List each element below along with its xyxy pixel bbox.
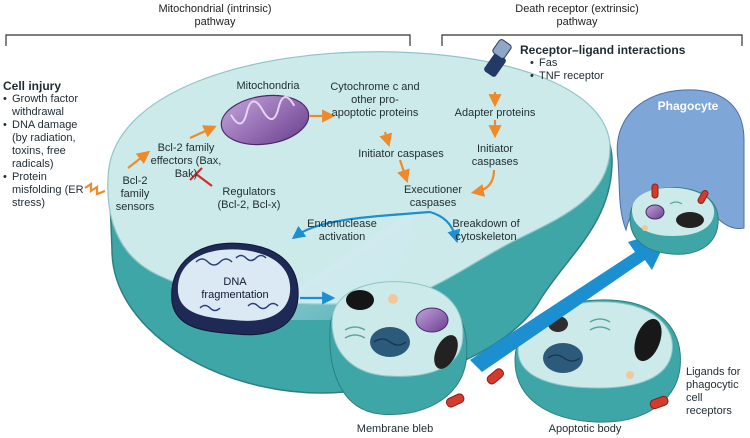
inhibition-symbol	[189, 167, 213, 187]
cell-injury-list: Growth factor withdrawal DNA damage (by …	[3, 93, 93, 210]
apoptotic-body-label: Apoptotic body	[548, 423, 622, 435]
extrinsic-title: Death receptor (extrinsic)	[515, 3, 639, 15]
apoptotic-body	[514, 299, 681, 423]
intrinsic-subtitle: pathway	[194, 16, 236, 28]
receptor-list: Fas TNF receptor	[530, 57, 700, 83]
receptor-title: Receptor–ligand interactions	[520, 43, 686, 57]
cause-item: Growth factor withdrawal	[3, 93, 93, 119]
cytoskeleton-label: Breakdown of cytoskeleton	[452, 218, 520, 243]
engulfment-arrow	[470, 228, 672, 372]
receptor-item: Fas	[530, 57, 700, 70]
cytochrome-label: Cytochrome c and other pro-apoptotic pro…	[330, 81, 420, 119]
intrinsic-title: Mitochondrial (intrinsic)	[158, 3, 272, 15]
initiator-intrinsic-label: Initiator caspases	[358, 148, 444, 160]
cause-item: Protein misfolding (ER stress)	[3, 171, 93, 210]
mitochondrion	[220, 94, 310, 146]
endonuclease-label: Endonuclease activation	[307, 218, 377, 243]
death-receptor	[484, 39, 512, 77]
extrinsic-header: Death receptor (extrinsic) pathway	[492, 3, 662, 29]
cause-item: DNA damage (by radiation, toxins, free r…	[3, 119, 93, 171]
initiator-extrinsic-label: Initiator caspases	[471, 143, 519, 168]
executioner-arrows	[291, 210, 461, 305]
phagocyte-label: Phagocyte	[657, 99, 719, 113]
receptor-item: TNF receptor	[530, 70, 700, 83]
executioner-label: Executioner caspases	[403, 184, 463, 209]
cell-injury-block: Cell injury Growth factor withdrawal DNA…	[3, 80, 93, 210]
extrinsic-bracket	[441, 34, 743, 46]
mitochondria-label: Mitochondria	[236, 80, 300, 92]
intrinsic-header: Mitochondrial (intrinsic) pathway	[130, 3, 300, 29]
ligands-label: Ligands for phagocytic cell receptors	[686, 366, 741, 417]
bcl2-sensors-label: Bcl-2 family sensors	[115, 175, 155, 213]
cell-injury-title: Cell injury	[3, 79, 62, 93]
pathway-arrows	[84, 92, 502, 197]
bcl2-effectors-label: Bcl-2 family effectors (Bax, Bak)	[150, 142, 222, 180]
intrinsic-bracket	[5, 34, 411, 46]
ligand-capsules	[445, 368, 669, 410]
extrinsic-subtitle: pathway	[556, 16, 598, 28]
fragmented-nucleus	[171, 242, 299, 336]
membrane-bleb	[329, 281, 468, 416]
phagocyte-cell	[616, 89, 745, 255]
adapter-label: Adapter proteins	[454, 107, 536, 119]
membrane-bleb-label: Membrane bleb	[356, 423, 434, 435]
dna-fragmentation-label: DNA fragmentation	[201, 276, 269, 301]
receptor-block: Receptor–ligand interactions Fas TNF rec…	[520, 43, 700, 84]
regulators-label: Regulators (Bcl-2, Bcl-x)	[217, 186, 281, 211]
